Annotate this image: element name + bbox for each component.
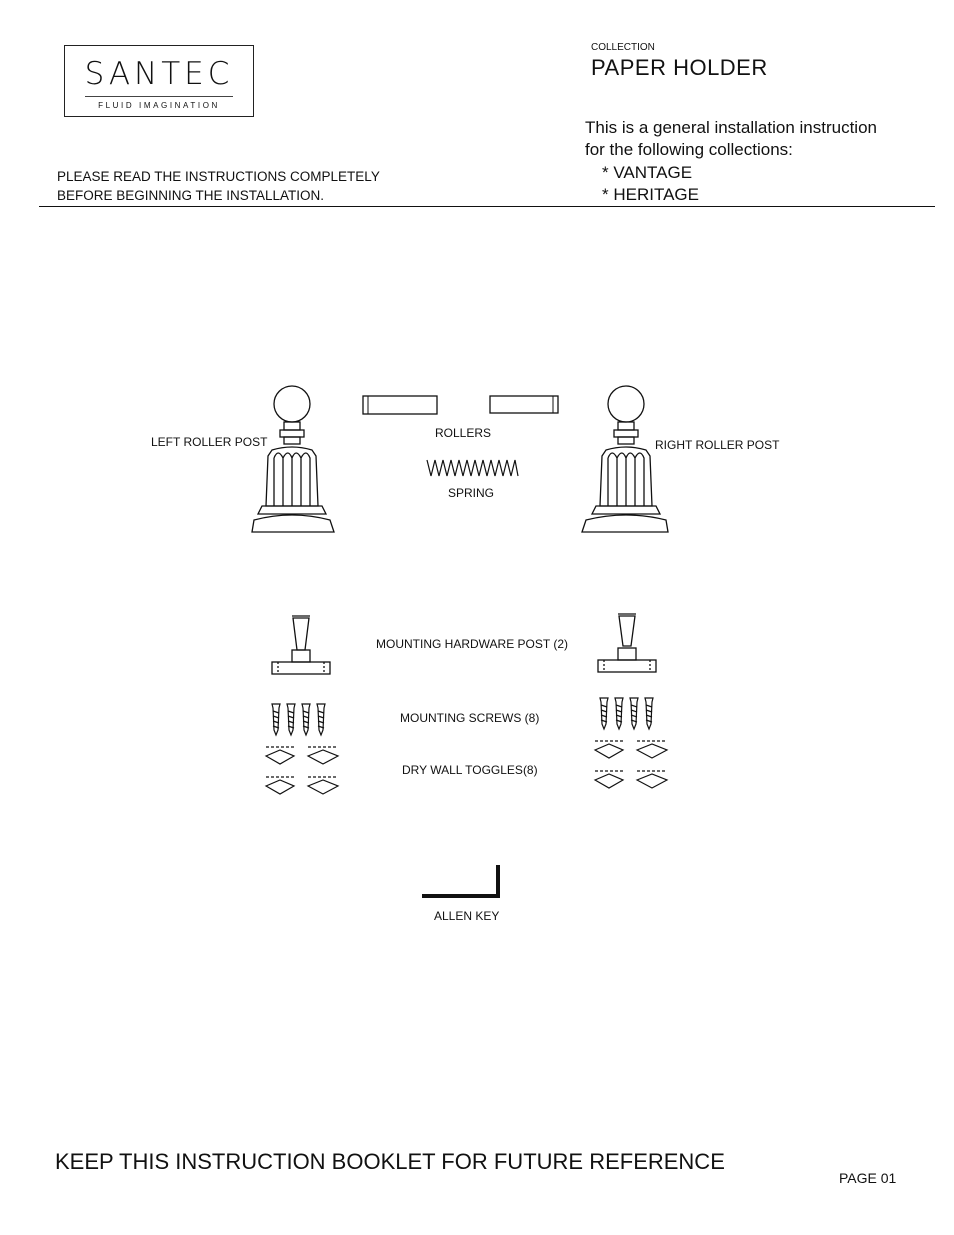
collection-item-vantage: * VANTAGE xyxy=(602,163,693,182)
mounting-post-right-drawing xyxy=(597,613,657,673)
left-roller-post-label: LEFT ROLLER POST xyxy=(151,435,268,449)
spring-label: SPRING xyxy=(448,486,495,500)
dry-wall-toggles-right-drawing xyxy=(593,740,669,789)
logo-brand: SANTEC xyxy=(84,56,234,92)
logo-tagline: FLUID IMAGINATION xyxy=(98,101,220,110)
collection-label: COLLECTION xyxy=(591,42,655,53)
mounting-screws-left-drawing xyxy=(271,703,326,737)
warning-line-2: BEFORE BEGINNING THE INSTALLATION. xyxy=(57,188,325,203)
logo-divider xyxy=(85,96,233,97)
mounting-screws-right-drawing xyxy=(599,697,654,731)
warning-line-1: PLEASE READ THE INSTRUCTIONS COMPLETELY xyxy=(57,169,380,184)
page-title: PAPER HOLDER xyxy=(591,55,768,80)
mounting-post-left-drawing xyxy=(271,615,331,675)
right-roller-post-drawing xyxy=(581,385,669,533)
mounting-screws-label: MOUNTING SCREWS (8) xyxy=(400,711,540,725)
allen-key-drawing xyxy=(422,865,500,898)
dry-wall-toggles-label: DRY WALL TOGGLES(8) xyxy=(402,763,538,777)
footer-note: KEEP THIS INSTRUCTION BOOKLET FOR FUTURE… xyxy=(55,1149,725,1174)
roller-right-drawing xyxy=(489,395,559,414)
intro-line-2: for the following collections: xyxy=(585,140,793,159)
santec-logo: SANTEC FLUID IMAGINATION xyxy=(64,45,254,117)
spring-drawing xyxy=(426,459,519,477)
roller-left-drawing xyxy=(362,395,438,415)
page-number: PAGE 01 xyxy=(839,1170,897,1186)
rollers-label: ROLLERS xyxy=(435,426,492,440)
allen-key-label: ALLEN KEY xyxy=(434,909,500,923)
dry-wall-toggles-left-drawing xyxy=(264,746,340,795)
header-divider xyxy=(39,206,935,207)
collection-item-heritage: * HERITAGE xyxy=(602,185,699,204)
right-roller-post-label: RIGHT ROLLER POST xyxy=(655,438,780,452)
left-roller-post-drawing xyxy=(251,385,335,533)
intro-line-1: This is a general installation instructi… xyxy=(585,118,877,137)
mounting-hardware-post-label: MOUNTING HARDWARE POST (2) xyxy=(376,637,569,651)
